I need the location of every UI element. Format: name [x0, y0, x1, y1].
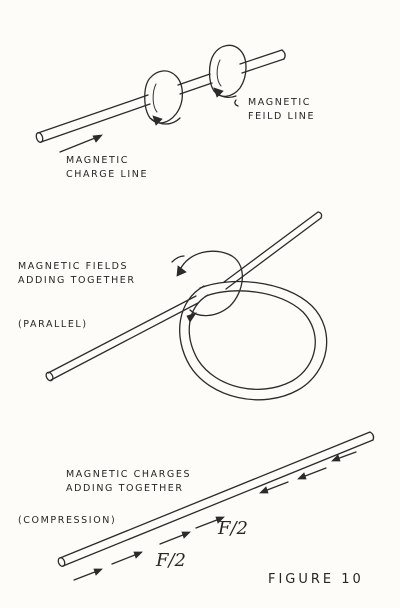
- field-line-label: MAGNETIC FEILD LINE: [248, 96, 315, 124]
- field-loop-left-tail: [149, 117, 181, 125]
- field-loop-left-inner: [152, 83, 158, 113]
- rod-end-cap-left: [35, 132, 44, 143]
- knot-tube-inner: [188, 290, 316, 390]
- charges-adding-label: MAGNETIC CHARGES ADDING TOGETHER: [66, 468, 191, 496]
- charge-line-rod-upper-edge: [37, 49, 283, 134]
- field-curl-arrowhead-inner: [186, 312, 197, 323]
- parallel-rod-lower-edge: [50, 217, 322, 381]
- parallel-rod-end-cap-left: [45, 371, 54, 382]
- fields-adding-label-line-2: ADDING TOGETHER: [18, 275, 136, 286]
- parallel-label: (PARALLEL): [18, 319, 88, 330]
- field-loop-right: [208, 44, 247, 97]
- field-line-label-line-2: FEILD LINE: [248, 111, 316, 122]
- compression-label: (COMPRESSION): [18, 515, 117, 526]
- charge-arrow-left-2-head: [133, 551, 143, 559]
- field-line-label-line-1: MAGNETIC: [248, 97, 312, 108]
- fields-adding-label: MAGNETIC FIELDS ADDING TOGETHER: [18, 260, 136, 288]
- panel-top-rod-with-field-loops: [35, 44, 286, 153]
- field-loop-left: [144, 70, 184, 124]
- field-loop-left-arrowhead: [152, 115, 163, 126]
- rod-end-cap-right: [281, 49, 286, 60]
- force-half-right: F/2: [218, 518, 249, 539]
- field-curl-arrowhead-top: [176, 265, 187, 277]
- knot-tube-outer: [179, 280, 328, 401]
- field-curl-arrow: [179, 250, 244, 317]
- field-loop-right-inner: [216, 59, 222, 87]
- figure-label: FIGURE 10: [268, 572, 364, 587]
- charges-adding-label-line-1: MAGNETIC CHARGES: [66, 469, 192, 480]
- charge-arrow-right-3-head: [331, 454, 341, 462]
- panel-middle-rod-with-knot: [45, 211, 328, 401]
- field-loop-right-arrowhead: [213, 87, 224, 98]
- charges-adding-label-line-2: ADDING TOGETHER: [66, 483, 184, 494]
- charge-arrow-left-3-head: [181, 531, 191, 539]
- charge-arrow-left-4-head: [215, 516, 225, 524]
- compression-rod-end-cap-right: [369, 431, 375, 441]
- force-half-left: F/2: [156, 550, 187, 571]
- charge-line-label-line-2: CHARGE LINE: [66, 169, 149, 180]
- charge-line-label: MAGNETIC CHARGE LINE: [66, 154, 148, 182]
- parallel-rod-upper-edge: [47, 211, 319, 374]
- parallel-rod-end-cap-right: [317, 211, 323, 219]
- charge-line-arrowhead: [92, 134, 103, 143]
- fields-adding-label-line-1: MAGNETIC FIELDS: [18, 261, 129, 272]
- charge-line-label-line-1: MAGNETIC: [66, 155, 130, 166]
- field-line-leader: [234, 99, 239, 107]
- compression-rod-upper-edge: [59, 431, 371, 559]
- panel-bottom-compressed-rod: [57, 431, 375, 581]
- charge-arrow-left-1-head: [93, 568, 103, 576]
- charge-line-rod-lower-edge: [40, 58, 285, 143]
- charge-line-arrow-shaft: [59, 135, 101, 153]
- charge-arrow-right-1-head: [259, 486, 269, 494]
- field-curl-tail: [171, 255, 185, 263]
- compression-rod-lower-edge: [62, 439, 374, 567]
- charge-arrow-right-2-head: [297, 472, 307, 480]
- compression-rod-end-cap-left: [57, 557, 66, 567]
